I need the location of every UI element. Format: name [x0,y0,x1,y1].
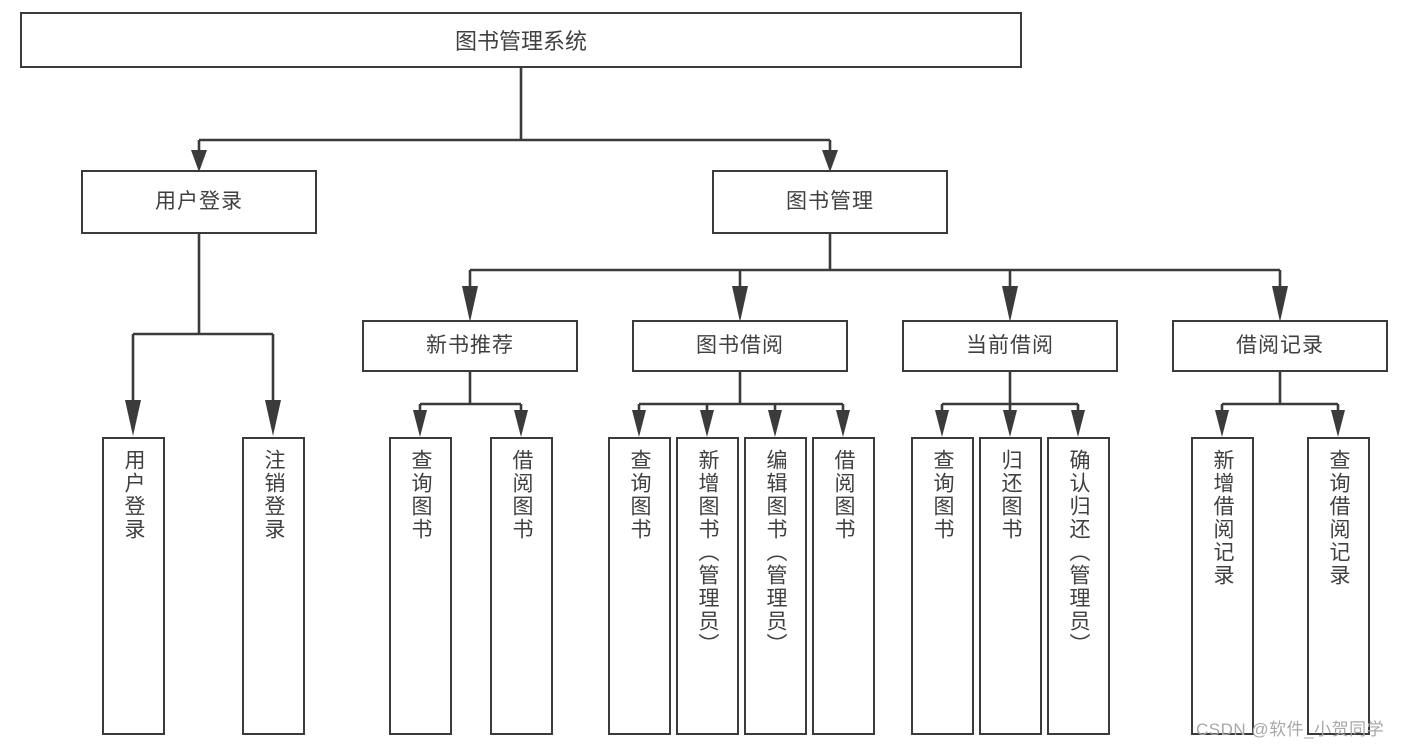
node-label: 查询图书 [628,449,651,541]
node-user-login[interactable]: 用户登录 [81,170,317,234]
leaf-current-return-book[interactable]: 归还图书 [979,437,1042,735]
node-label: 注销登录 [262,449,285,541]
node-label: 查询借阅记录 [1327,449,1350,587]
node-label: 查询图书 [409,449,432,541]
node-label: 新增借阅记录 [1211,449,1234,587]
leaf-recommend-borrow-book[interactable]: 借阅图书 [490,437,553,735]
node-label: 确认归还（管理员） [1067,449,1090,656]
leaf-borrow-add-book[interactable]: 新增图书（管理员） [676,437,739,735]
node-root-system[interactable]: 图书管理系统 [20,12,1022,68]
node-book-borrow[interactable]: 图书借阅 [632,320,848,372]
node-label: 图书管理 [786,190,874,214]
node-label: 当前借阅 [966,334,1054,358]
node-current-borrow[interactable]: 当前借阅 [902,320,1118,372]
node-label: 新书推荐 [426,334,514,358]
node-borrow-record[interactable]: 借阅记录 [1172,320,1388,372]
node-label: 查询图书 [931,449,954,541]
node-label: 编辑图书（管理员） [764,449,787,656]
leaf-current-query-book[interactable]: 查询图书 [911,437,974,735]
node-label: 用户登录 [122,449,145,541]
node-label: 图书管理系统 [454,29,587,54]
leaf-borrow-borrow-book[interactable]: 借阅图书 [812,437,875,735]
leaf-current-confirm-return[interactable]: 确认归还（管理员） [1047,437,1110,735]
node-label: 借阅记录 [1236,334,1324,358]
csdn-watermark: CSDN @软件_小贺同学 [1196,720,1385,739]
node-label: 新增图书（管理员） [696,449,719,656]
leaf-recommend-query-book[interactable]: 查询图书 [389,437,452,735]
leaf-borrow-edit-book[interactable]: 编辑图书（管理员） [744,437,807,735]
node-label: 归还图书 [999,449,1022,541]
node-new-book-recommend[interactable]: 新书推荐 [362,320,578,372]
leaf-borrow-query-book[interactable]: 查询图书 [608,437,671,735]
node-label: 借阅图书 [510,449,533,541]
node-label: 图书借阅 [696,334,784,358]
leaf-user-login-signin[interactable]: 用户登录 [102,437,165,735]
node-book-management[interactable]: 图书管理 [712,170,948,234]
leaf-record-query-record[interactable]: 查询借阅记录 [1307,437,1370,735]
leaf-record-add-record[interactable]: 新增借阅记录 [1191,437,1254,735]
leaf-user-login-signout[interactable]: 注销登录 [242,437,305,735]
node-label: 用户登录 [155,190,243,214]
node-label: 借阅图书 [832,449,855,541]
